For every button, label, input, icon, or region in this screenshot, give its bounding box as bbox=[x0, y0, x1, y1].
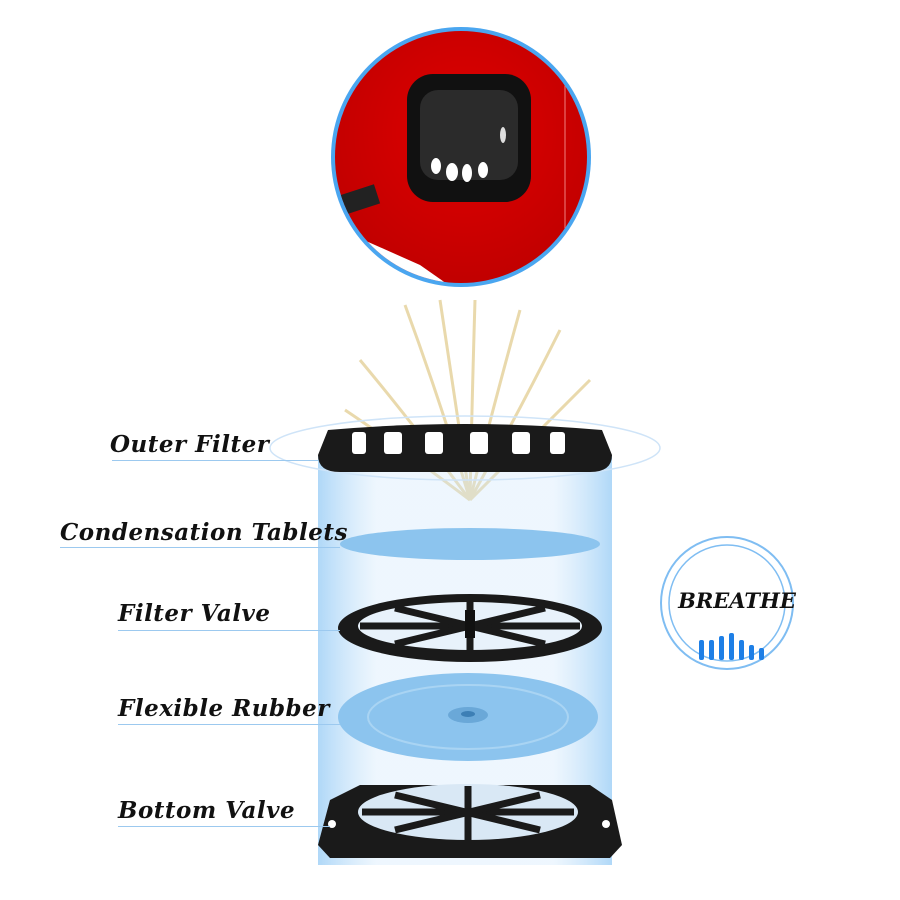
flexible-rubber-part bbox=[338, 673, 598, 761]
label-bottom-valve: Bottom Valve bbox=[118, 797, 296, 824]
bottom-valve-part bbox=[318, 784, 622, 858]
filter-valve-part bbox=[338, 594, 602, 662]
leader-line bbox=[118, 724, 340, 725]
leader-line bbox=[60, 547, 340, 548]
label-flexible-rubber: Flexible Rubber bbox=[118, 695, 330, 722]
condensation-tablet-part bbox=[340, 528, 600, 560]
sound-wave-icon bbox=[699, 633, 764, 660]
leader-line bbox=[112, 460, 318, 461]
breathe-badge bbox=[660, 536, 794, 670]
leader-line bbox=[118, 630, 340, 631]
closeup-circle bbox=[331, 27, 591, 287]
label-filter-valve: Filter Valve bbox=[118, 600, 271, 627]
leader-line bbox=[118, 826, 330, 827]
label-outer-filter: Outer Filter bbox=[110, 431, 270, 458]
label-condensation-tablets: Condensation Tablets bbox=[60, 519, 348, 546]
breathe-label: BREATHE bbox=[678, 588, 796, 613]
outer-filter-part bbox=[318, 424, 612, 472]
